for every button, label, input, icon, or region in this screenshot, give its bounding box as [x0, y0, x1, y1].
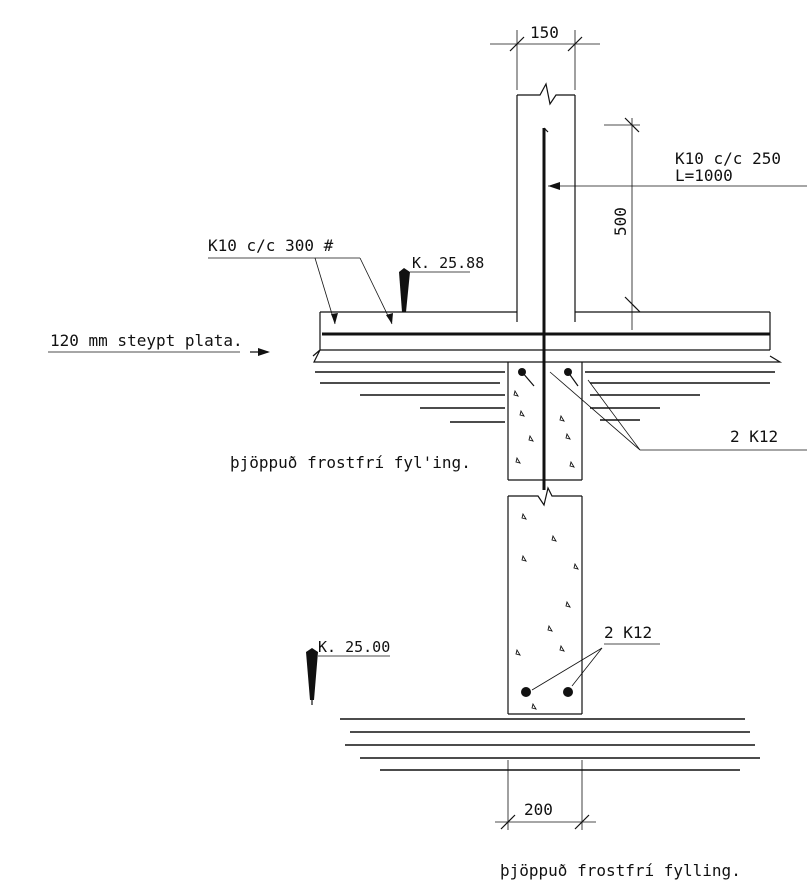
- aggregate-mark: [573, 562, 579, 570]
- slab-level-label: K. 25.88: [412, 254, 484, 272]
- footing-level-label: K. 25.00: [318, 638, 390, 656]
- strip-bars-label: 2 K12: [730, 427, 778, 446]
- concrete-slab: [312, 311, 783, 363]
- wall-bar-length-label: L=1000: [675, 166, 733, 185]
- wall-bar-label: K10 c/c 250: [675, 149, 781, 168]
- aggregate-mark: [551, 534, 557, 542]
- aggregate-mark: [528, 434, 534, 442]
- compacted-fill-under-slab: [315, 371, 775, 423]
- strip-bars-annotation: 2 K12: [549, 371, 807, 451]
- slab-bar-label: K10 c/c 300 #: [208, 236, 334, 255]
- compacted-fill-under-footing: [340, 718, 760, 771]
- footing-bars-label: 2 K12: [604, 623, 652, 642]
- footing-level-marker: K. 25.00: [306, 638, 390, 705]
- dimension-150-label: 150: [530, 23, 559, 42]
- slab-description: 120 mm steypt plata.: [48, 331, 270, 356]
- aggregate-mark: [569, 460, 575, 468]
- aggregate-mark: [515, 456, 521, 464]
- slab-level-marker: K. 25.88: [399, 254, 484, 312]
- dimension-200: 200: [495, 760, 596, 830]
- aggregate-mark: [515, 648, 521, 656]
- slab-thickening: [507, 362, 583, 481]
- dimension-150: 150: [490, 23, 600, 90]
- aggregate-mark: [521, 554, 527, 562]
- fill-label-lower: þjöppuð frostfrí fylling.: [500, 861, 741, 880]
- dimension-500-label: 500: [611, 207, 630, 236]
- dimension-500: 500: [604, 117, 641, 330]
- aggregate-mark: [565, 600, 571, 608]
- aggregate-mark: [559, 414, 565, 422]
- aggregate-mark: [519, 409, 525, 417]
- slab-bar-annotation: K10 c/c 300 #: [208, 236, 393, 325]
- concrete-wall: [516, 82, 576, 490]
- aggregate-mark: [547, 624, 553, 632]
- aggregate-mark: [531, 702, 537, 710]
- fill-label-upper: þjöppuð frostfrí fyl'ing.: [230, 453, 471, 472]
- dimension-200-label: 200: [524, 800, 553, 819]
- aggregate-mark: [513, 389, 519, 397]
- wall-bar-annotation: K10 c/c 250 L=1000: [548, 149, 807, 190]
- slab-description-label: 120 mm steypt plata.: [50, 331, 243, 350]
- aggregate-mark: [559, 644, 565, 652]
- footing-bars-annotation: 2 K12: [531, 623, 660, 691]
- foundation-wall: [507, 486, 583, 715]
- aggregate-mark: [521, 512, 527, 520]
- aggregate-mark: [565, 432, 571, 440]
